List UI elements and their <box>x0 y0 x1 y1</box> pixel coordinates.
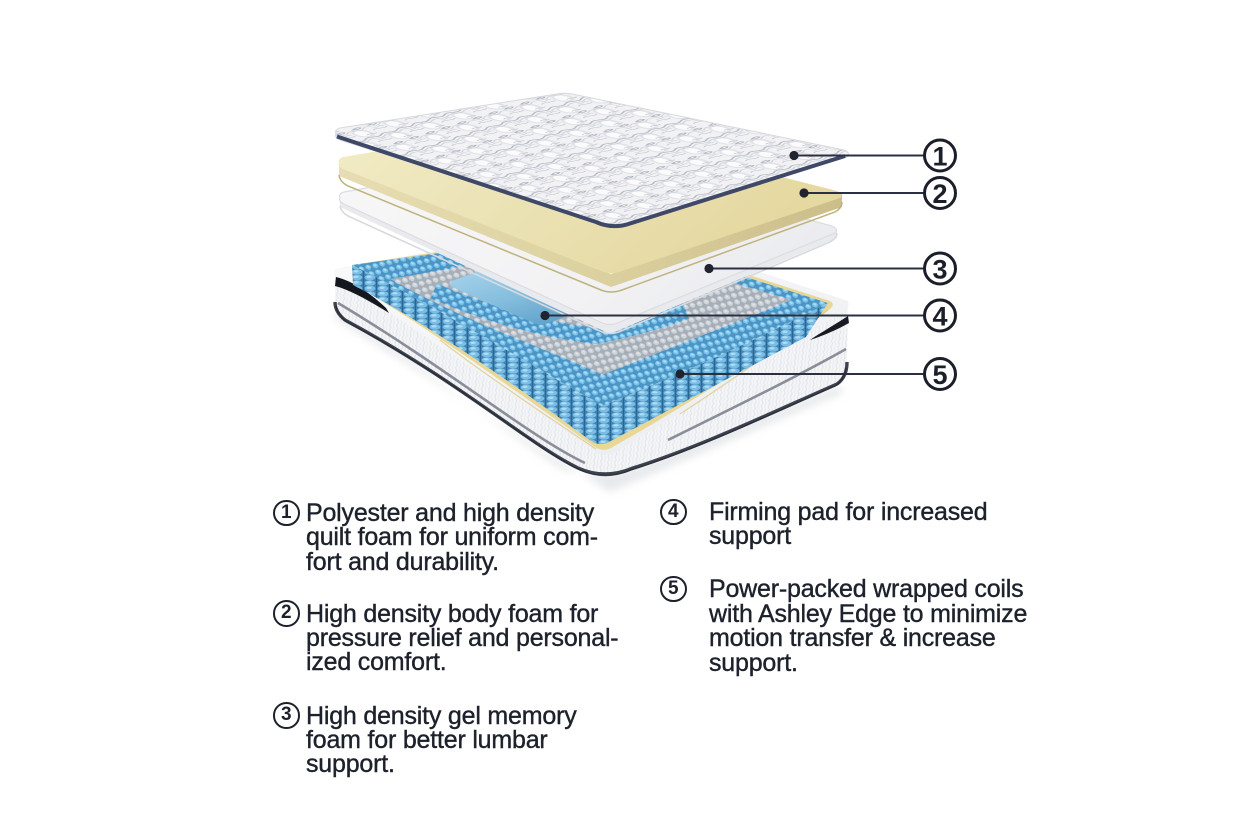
svg-text:2: 2 <box>932 179 947 209</box>
svg-text:4: 4 <box>932 302 947 332</box>
svg-text:1: 1 <box>932 142 947 172</box>
svg-text:3: 3 <box>932 255 947 285</box>
svg-text:5: 5 <box>932 360 947 390</box>
